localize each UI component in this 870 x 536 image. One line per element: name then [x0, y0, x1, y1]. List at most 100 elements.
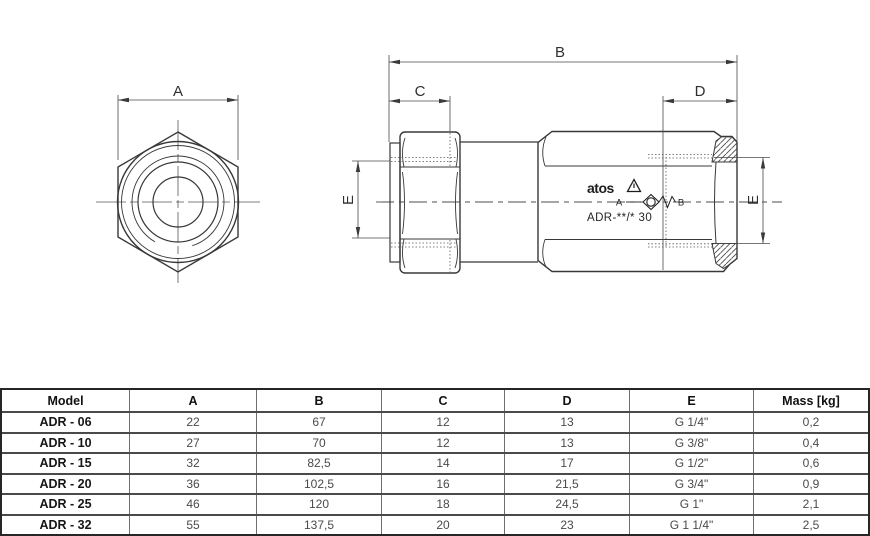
outer-circle: [116, 140, 240, 264]
value-cell-d: 17: [505, 454, 630, 473]
model-cell: ADR - 25: [2, 495, 130, 514]
value-cell-e: G 3/4": [630, 474, 754, 494]
model-cell: ADR - 10: [2, 433, 130, 453]
table-row-adr15: ADR - 15 32 82,5 14 17 G 1/2" 0,6: [2, 452, 868, 473]
value-cell-mass: 2,1: [802, 497, 820, 512]
side-view: [376, 130, 782, 274]
value-cell-a: 27: [130, 433, 257, 453]
arrowhead: [726, 98, 737, 104]
arrowhead: [760, 157, 766, 169]
hex-outline: [117, 131, 239, 273]
technical-drawing: A: [96, 44, 782, 283]
symbol-spring: [658, 194, 676, 209]
value-cell-e: G 1 1/4": [630, 515, 754, 535]
col-header-a: A: [130, 390, 257, 412]
check-valve-symbol: A B: [616, 193, 684, 211]
value-cell-mass: 0,2: [802, 415, 820, 430]
section-hatch-top: [711, 135, 738, 163]
value-cell-c: 20: [382, 515, 505, 535]
arrowhead: [663, 98, 674, 104]
dim-b-label: B: [555, 44, 565, 61]
value-cell-a: 46: [130, 495, 257, 514]
model-cell: ADR - 20: [2, 474, 130, 494]
warning-triangle-icon: [626, 178, 642, 193]
col-header-model: Model: [2, 390, 130, 412]
dimension-d: D: [662, 83, 737, 270]
dimension-e-right: E: [714, 157, 770, 244]
arrowhead: [389, 59, 400, 65]
nut-chamfer-arc: [454, 238, 458, 269]
value-cell-b: 137,5: [257, 515, 382, 535]
table-row-adr20: ADR - 20 36 102,5 16 21,5 G 3/4" 0,9: [2, 472, 868, 494]
end-washer: [389, 142, 401, 263]
model-cell: ADR - 06: [2, 413, 130, 432]
body-outline: [537, 130, 738, 273]
body-chamfer-arc: [542, 136, 547, 167]
col-header-mass: Mass [kg]: [782, 393, 840, 408]
arrowhead: [439, 98, 450, 104]
nut-outline: [399, 131, 461, 274]
value-cell-d: 13: [505, 433, 630, 453]
dim-d-label: D: [695, 83, 706, 100]
value-cell-d: 13: [505, 413, 630, 432]
value-cell-e: G 1/2": [630, 454, 754, 473]
col-header-b: B: [257, 390, 382, 412]
port-thread-hidden-lines: [648, 154, 712, 248]
value-cell-c: 12: [382, 433, 505, 453]
chamfer-circle: [121, 145, 235, 259]
value-cell-a: 32: [130, 454, 257, 473]
section-hatch-bottom: [711, 243, 738, 270]
value-cell-a: 22: [130, 413, 257, 432]
value-cell-e: G 1": [630, 495, 754, 514]
col-header-d: D: [505, 390, 630, 412]
dimension-e-left: E: [340, 160, 390, 239]
dimension-b: B: [388, 44, 738, 142]
nut-chamfer-arc: [402, 137, 406, 168]
value-cell-b: 102,5: [257, 474, 382, 494]
value-cell-c: 16: [382, 474, 505, 494]
arrowhead: [726, 59, 737, 65]
value-cell-c: 12: [382, 413, 505, 432]
value-cell-d: 23: [505, 515, 630, 535]
table-header-row: Model A B C D E Mass [kg]: [2, 390, 868, 412]
bore-circle: [137, 161, 219, 243]
thread-arc: [131, 155, 225, 249]
arrowhead: [389, 98, 400, 104]
atos-logo: atos: [587, 180, 615, 196]
symbol-ball: [646, 197, 656, 207]
model-code: ADR-**/* 30: [587, 212, 652, 224]
value-cell-d: 24,5: [505, 495, 630, 514]
port-inner-face: [714, 161, 717, 244]
dim-c-label: C: [415, 83, 426, 100]
arrowhead: [355, 161, 361, 172]
symbol-port-b: B: [678, 198, 684, 209]
nut-chamfer-arc: [455, 171, 458, 235]
inner-circle: [152, 176, 204, 228]
value-cell-a: 55: [130, 515, 257, 535]
value-cell-c: 14: [382, 454, 505, 473]
value-cell-mass: 0,4: [802, 435, 820, 450]
arrowhead: [355, 227, 361, 238]
table-row-adr06: ADR - 06 22 67 12 13 G 1/4" 0,2: [2, 411, 868, 432]
value-cell-c: 18: [382, 495, 505, 514]
nut-chamfer-arc: [402, 171, 405, 235]
value-cell-b: 120: [257, 495, 382, 514]
nut-chamfer-arc: [454, 137, 458, 168]
table-row-adr10: ADR - 10 27 70 12 13 G 3/8" 0,4: [2, 431, 868, 453]
dim-e-left-label: E: [340, 195, 357, 205]
value-cell-e: G 1/4": [630, 413, 754, 432]
hex-end-view: [96, 120, 260, 283]
nut-chamfer-arc: [402, 238, 406, 269]
dim-a-label: A: [173, 83, 183, 100]
value-cell-mass: 0,6: [802, 456, 820, 471]
nut-thread-hidden-lines: [391, 133, 457, 272]
arrowhead: [118, 97, 129, 103]
value-cell-b: 82,5: [257, 454, 382, 473]
body-markings: atos A B ADR-**/* 30: [587, 178, 684, 224]
arrowhead: [760, 232, 766, 244]
body-chamfer-arc: [542, 239, 547, 268]
col-header-c: C: [382, 390, 505, 412]
dimension-a: A: [117, 83, 239, 160]
table-row-adr25: ADR - 25 46 120 18 24,5 G 1" 2,1: [2, 493, 868, 514]
